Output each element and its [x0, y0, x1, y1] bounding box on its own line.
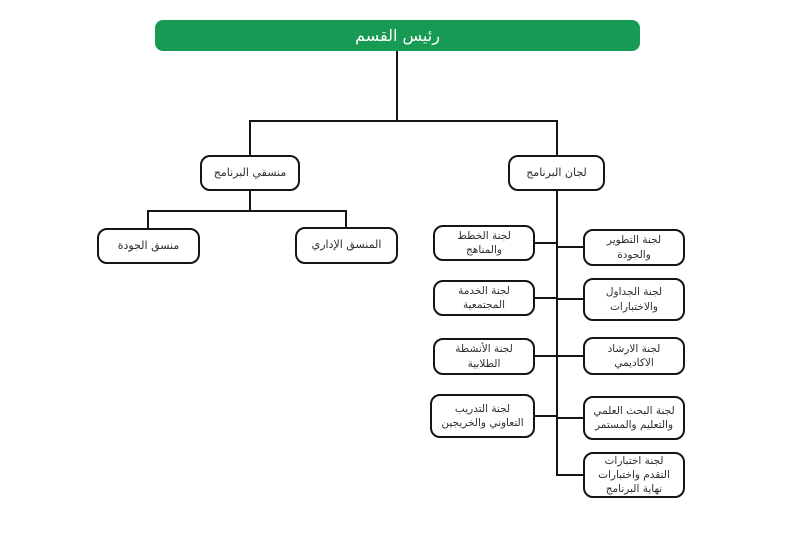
connector-committees-spine — [556, 191, 558, 476]
committee-coop-training-alumni-box: لجنة التدريب التعاوني والخريجين — [430, 394, 535, 438]
connector-root-drop — [396, 51, 398, 120]
connector-right-1 — [558, 246, 583, 248]
connector-level2-rail — [249, 120, 558, 122]
connector-admin-drop — [345, 210, 347, 227]
committee-academic-advising-box: لجنة الارشاد الاكاديمي — [583, 337, 685, 375]
connector-right-2 — [558, 298, 583, 300]
connector-coordinators-stem — [249, 191, 251, 210]
connector-left-2 — [535, 297, 556, 299]
committee-research-education-box: لجنة البحث العلمي والتعليم والمستمر — [583, 396, 685, 440]
committee-community-service-box: لجنة الخدمة المجتمعية — [433, 280, 535, 316]
connector-coordinators-rail — [147, 210, 347, 212]
program-committees-box: لجان البرنامج — [508, 155, 605, 191]
connector-left-3 — [535, 355, 556, 357]
quality-coordinator-box: منسق الجودة — [97, 228, 200, 264]
committee-progress-exit-exams-box: لجنة اختبارات التقدم واختبارات نهاية الب… — [583, 452, 685, 498]
committee-development-quality-box: لجنة التطوير والجودة — [583, 229, 685, 266]
connector-right-4 — [558, 417, 583, 419]
connector-right-5 — [558, 474, 583, 476]
committee-student-activities-box: لجنة الأنشطة الطلابية — [433, 338, 535, 375]
connector-left-4 — [535, 415, 556, 417]
connector-right-3 — [558, 355, 583, 357]
committee-schedules-exams-box: لجنة الجداول والاختبارات — [583, 278, 685, 321]
program-coordinators-box: منسقي البرنامج — [200, 155, 300, 191]
department-head-box: رئيس القسم — [155, 20, 640, 51]
connector-committees-drop — [556, 120, 558, 155]
committee-plans-curricula-box: لجنة الخطط والمناهج — [433, 225, 535, 261]
connector-left-1 — [535, 242, 556, 244]
admin-coordinator-box: المنسق الإداري — [295, 227, 398, 264]
connector-coordinators-drop — [249, 120, 251, 155]
connector-quality-drop — [147, 210, 149, 228]
